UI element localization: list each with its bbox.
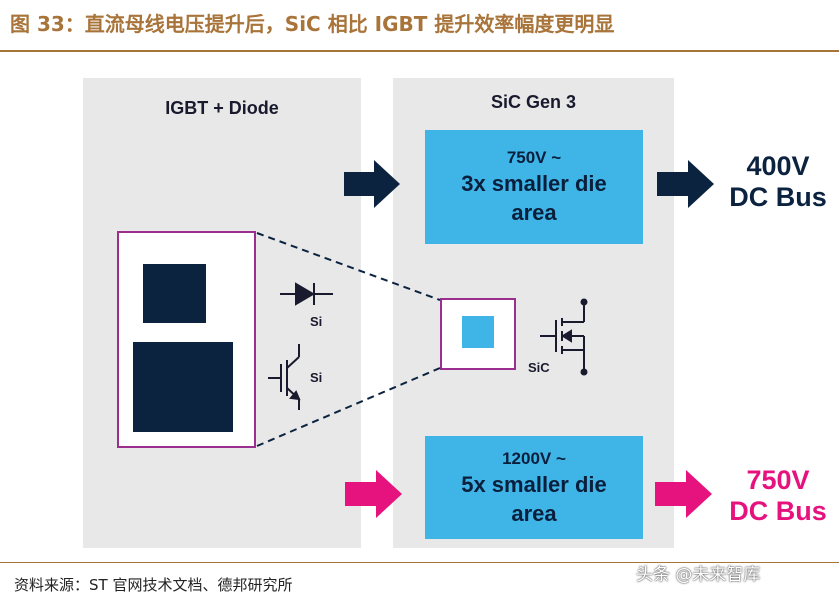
watermark: 头条 @未来智库 [636, 565, 761, 585]
output-arrow-bottom [655, 470, 712, 518]
top-box-line1: 3x smaller die [461, 171, 607, 196]
sic-die [462, 316, 494, 348]
zoom-line-bottom [256, 367, 441, 447]
bottom-box-line2: area [511, 500, 557, 526]
diode-symbol-icon [280, 282, 333, 306]
figure-title: 图 33：直流母线电压提升后，SiC 相比 IGBT 提升效率幅度更明显 [10, 12, 615, 36]
output-750v-line1: 750V [746, 465, 810, 495]
input-arrow-bottom [345, 470, 402, 518]
output-400v-line2: DC Bus [729, 182, 827, 212]
top-die-area-box: 750V ~ 3x smaller die area [425, 130, 643, 244]
bottom-box-voltage: 1200V ~ [502, 448, 566, 468]
input-arrow-top [344, 160, 400, 208]
igbt-symbol-icon [268, 344, 301, 410]
bottom-box-line1: 5x smaller die [461, 471, 607, 497]
title-rule [0, 50, 839, 52]
diode-die [143, 264, 206, 323]
igbt-diode-title: IGBT + Diode [165, 98, 279, 118]
sic-gen3-title: SiC Gen 3 [490, 92, 577, 112]
output-750v: 750V DC Bus [718, 465, 838, 527]
output-400v-line1: 400V [746, 151, 810, 181]
bottom-die-area-box: 1200V ~ 5x smaller die area [425, 436, 643, 539]
top-box-voltage: 750V ~ [506, 148, 562, 167]
zoom-line-top [256, 232, 441, 301]
mosfet-sic-label: SiC [528, 360, 550, 375]
igbt-die [133, 342, 233, 432]
top-box-line2: area [511, 200, 557, 225]
diode-si-label: Si [310, 314, 323, 329]
output-arrow-top [657, 160, 714, 208]
footer-rule [0, 562, 839, 563]
source-note: 资料来源：ST 官网技术文档、德邦研究所 [14, 576, 293, 594]
output-400v: 400V DC Bus [718, 151, 838, 213]
mosfet-symbol-icon [540, 298, 588, 376]
igbt-si-label: Si [310, 370, 323, 385]
output-750v-line2: DC Bus [729, 496, 827, 526]
